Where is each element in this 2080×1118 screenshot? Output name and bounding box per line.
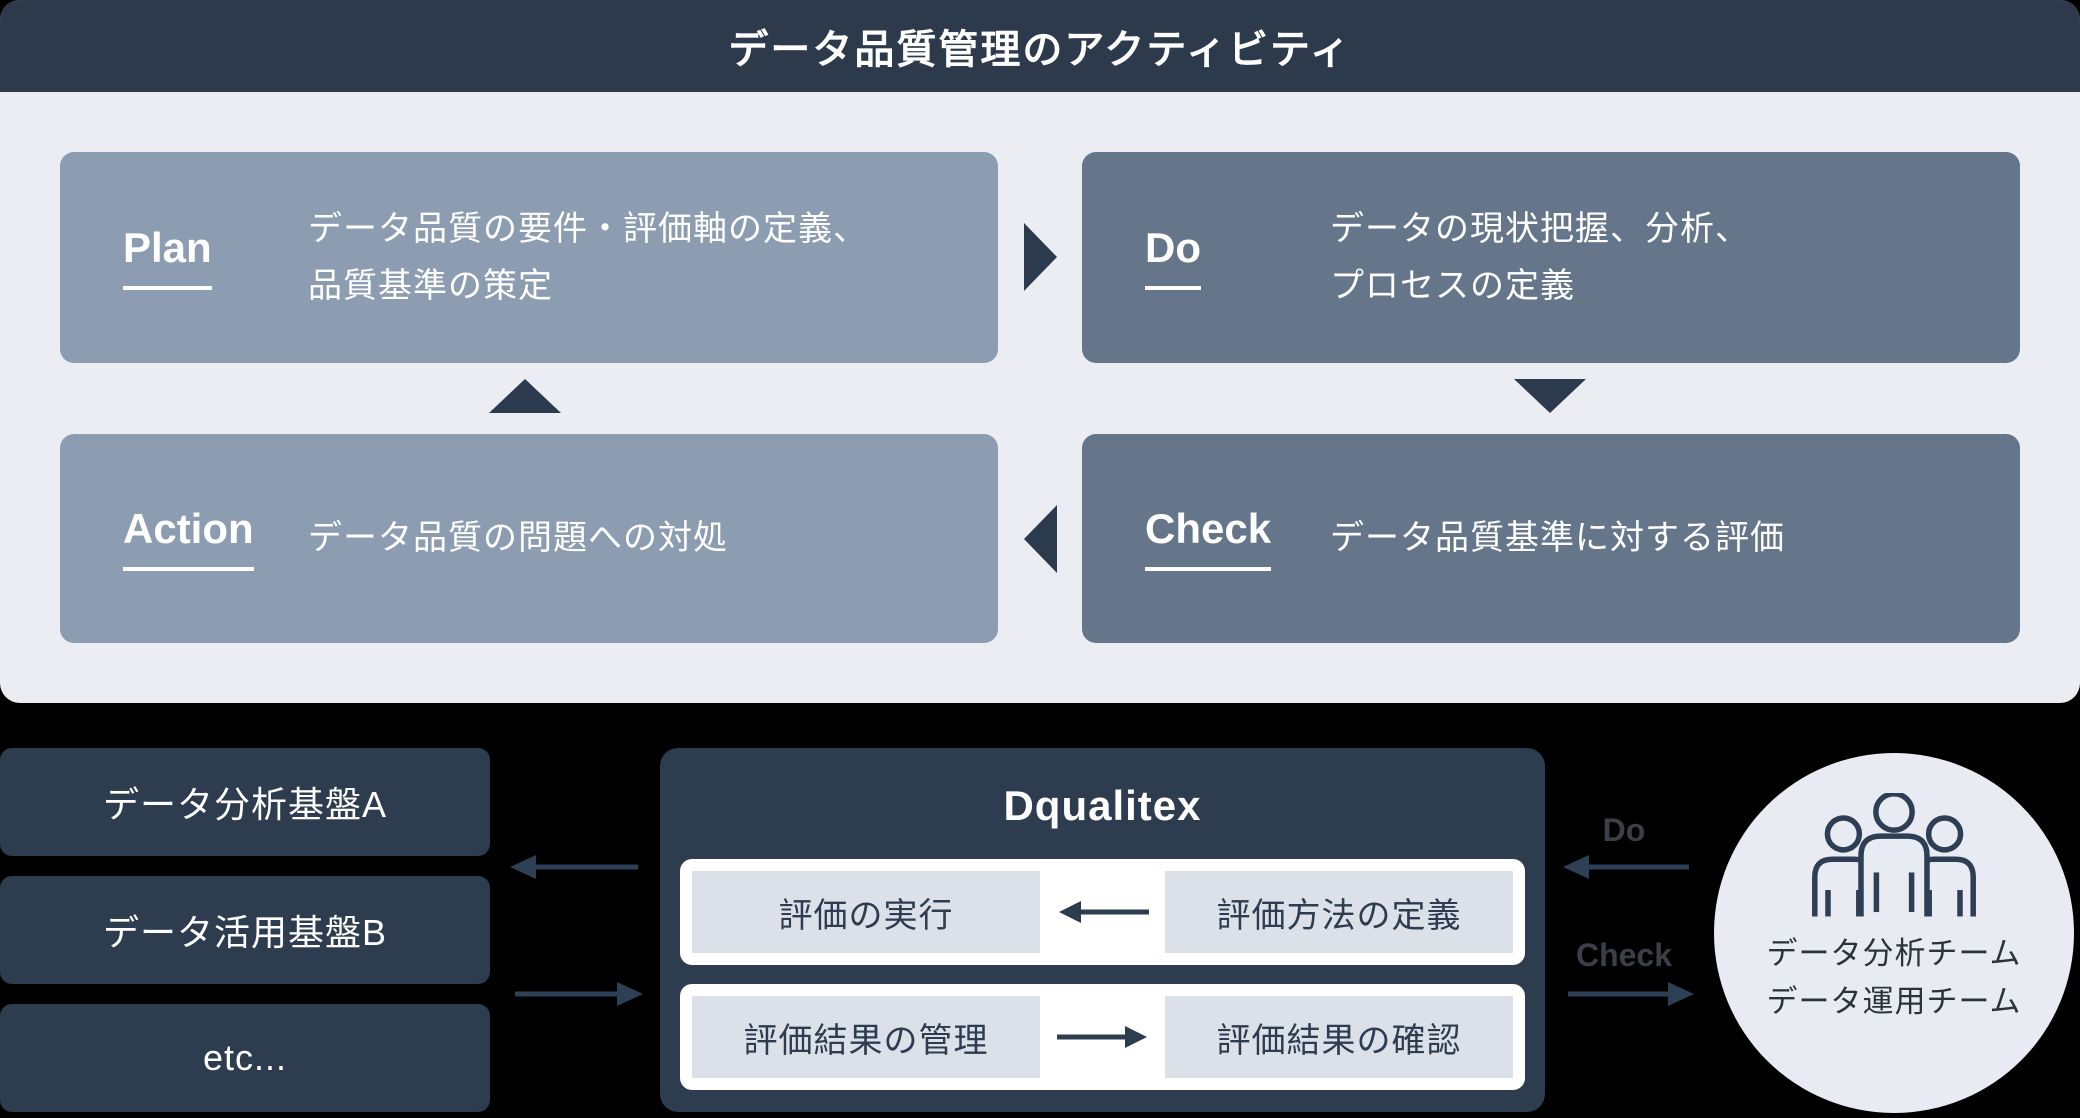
arrow-team-check-icon (1568, 982, 1694, 1006)
flow-arrow-right-icon (1040, 1024, 1165, 1050)
arrow-right-icon (1056, 1026, 1147, 1048)
platform-box-b: データ活用基盤B (0, 876, 490, 984)
stage-action-desc: データ品質の問題への対処 (308, 519, 728, 557)
flow-cell-define-method: 評価方法の定義 (1165, 871, 1513, 953)
product-box: Dqualitex 評価の実行 評価方法の定義 評価結果の管理 評価結果の確認 (660, 748, 1545, 1112)
arrow-action-to-plan-icon (489, 379, 561, 413)
platform-etc-label: etc... (202, 1037, 288, 1078)
arrow-do-to-check-icon (1514, 379, 1586, 413)
flow-cell-run-evaluation: 評価の実行 (692, 871, 1040, 953)
stage-plan-desc: データ品質の要件・評価軸の定義、 品質基準の策定 (308, 209, 868, 305)
platform-box-a: データ分析基盤A (0, 748, 490, 856)
platform-b-label: データ活用基盤B (102, 912, 387, 953)
arrow-left-icon (1058, 901, 1149, 923)
stage-plan-label: Plan (123, 225, 308, 290)
flow-arrow-left-icon (1040, 899, 1165, 925)
stage-do: Do データの現状把握、分析、 プロセスの定義 (1082, 152, 2020, 363)
arrow-team-do-icon (1563, 855, 1689, 879)
stage-check-label: Check (1145, 506, 1330, 571)
arrow-check-to-action-icon (1024, 505, 1057, 573)
stage-check: Check データ品質基準に対する評価 (1082, 434, 2020, 643)
stage-plan: Plan データ品質の要件・評価軸の定義、 品質基準の策定 (60, 152, 998, 363)
people-icon (1812, 793, 1976, 917)
flow-cell-manage-results: 評価結果の管理 (692, 996, 1040, 1078)
stage-do-label: Do (1145, 225, 1330, 290)
arrow-platforms-to-product-icon (515, 982, 643, 1006)
stage-action-label: Action (123, 506, 308, 571)
panel-header: データ品質管理のアクティビティ (0, 0, 2080, 92)
stage-do-desc: データの現状把握、分析、 プロセスの定義 (1330, 209, 1750, 305)
arrow-plan-to-do-icon (1024, 223, 1057, 291)
flow-row-evaluate: 評価の実行 評価方法の定義 (680, 859, 1525, 965)
flow-cell-confirm-results: 評価結果の確認 (1165, 996, 1513, 1078)
team-circle: データ分析チーム データ運用チーム (1714, 753, 2074, 1113)
flow-row-results: 評価結果の管理 評価結果の確認 (680, 984, 1525, 1090)
platform-a-label: データ分析基盤A (102, 784, 387, 825)
arrow-product-to-platforms-icon (510, 855, 638, 879)
team-check-label: Check (1575, 937, 1673, 973)
stage-action: Action データ品質の問題への対処 (60, 434, 998, 643)
stage-check-desc: データ品質基準に対する評価 (1330, 519, 1785, 557)
product-title: Dqualitex (1003, 782, 1202, 829)
team-do-label: Do (1602, 812, 1646, 848)
platform-box-etc: etc... (0, 1004, 490, 1112)
panel-title: データ品質管理のアクティビティ (728, 28, 1352, 72)
team-names: データ分析チーム データ運用チーム (1766, 936, 2022, 1019)
pdca-panel: データ品質管理のアクティビティ Plan データ品質の要件・評価軸の定義、 品質… (0, 0, 2080, 703)
